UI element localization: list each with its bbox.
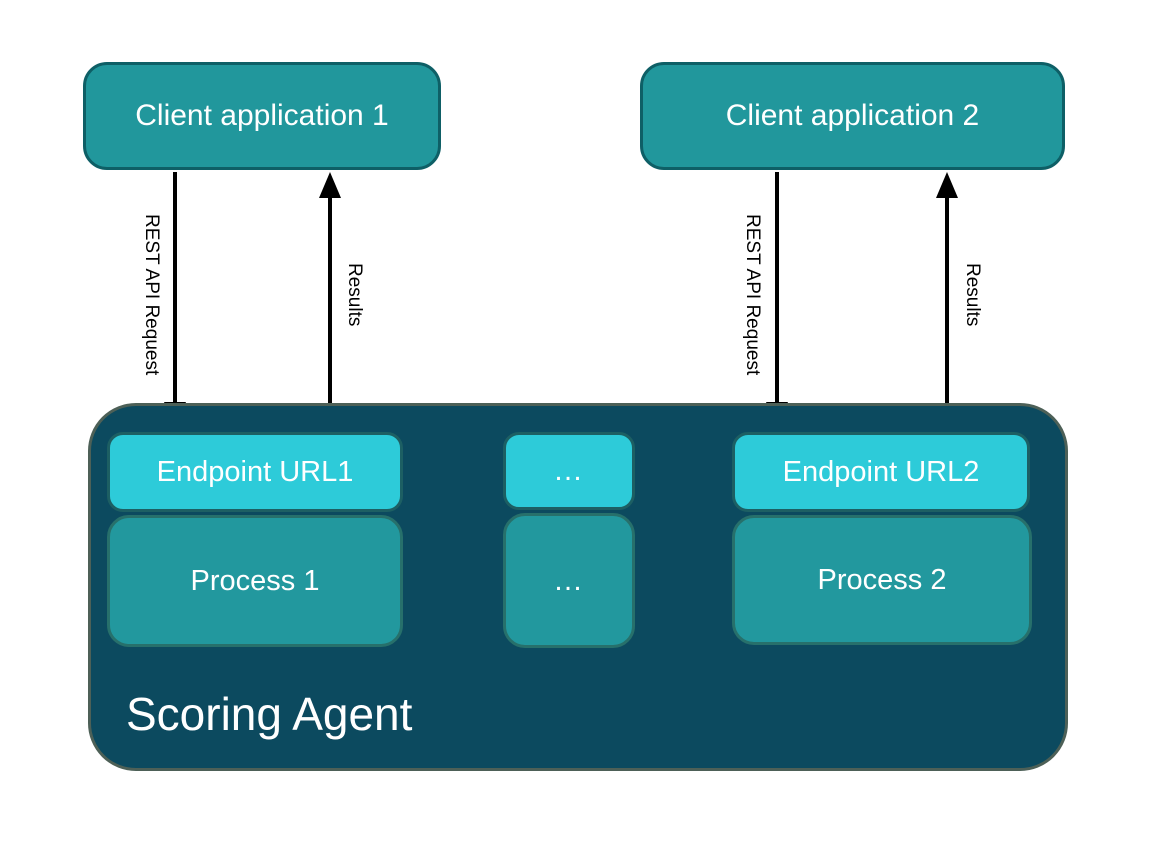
rest-api-request-label-2: REST API Request: [742, 214, 763, 376]
results-label-1: Results: [344, 263, 365, 327]
client-application-2-label: Client application 2: [725, 99, 980, 132]
results-arrow-2: [936, 172, 958, 430]
endpoint-url2-node: Endpoint URL2: [732, 432, 1030, 512]
process-2-label: Process 2: [817, 563, 947, 596]
rest-api-request-label-1: REST API Request: [141, 214, 162, 376]
results-arrow-1: [319, 172, 341, 430]
rest-api-request-arrow-2: [766, 172, 788, 428]
scoring-agent-title: Scoring Agent: [126, 688, 413, 741]
results-label-2: Results: [962, 263, 983, 327]
endpoint-ellipsis-node: …: [503, 432, 635, 510]
client-application-1-label: Client application 1: [135, 99, 389, 132]
process-ellipsis-node: …: [503, 513, 635, 648]
process-1-label: Process 1: [190, 564, 320, 597]
client-application-2-node: Client application 2: [640, 62, 1065, 170]
endpoint-ellipsis-label: …: [553, 454, 585, 487]
process-1-node: Process 1: [107, 515, 403, 647]
rest-api-request-arrow-1: [164, 172, 186, 428]
endpoint-url1-node: Endpoint URL1: [107, 432, 403, 512]
process-ellipsis-label: …: [553, 563, 585, 597]
client-application-1-node: Client application 1: [83, 62, 441, 170]
process-2-node: Process 2: [732, 515, 1032, 645]
endpoint-url2-label: Endpoint URL2: [782, 455, 980, 488]
endpoint-url1-label: Endpoint URL1: [156, 455, 354, 488]
